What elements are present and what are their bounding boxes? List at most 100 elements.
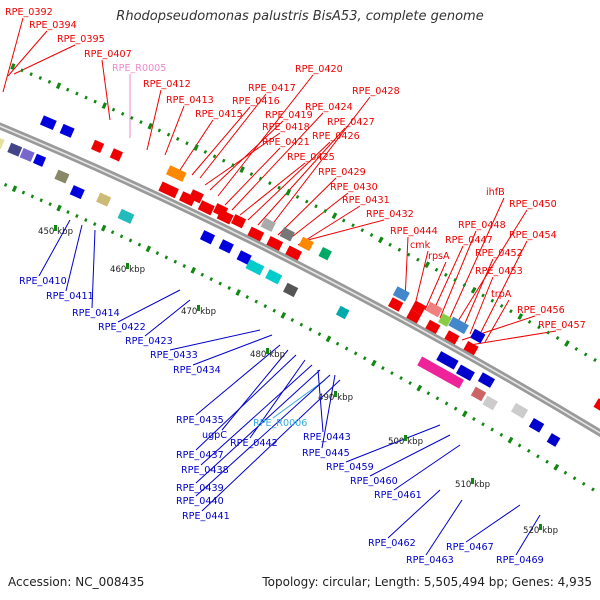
- reverse-tick: [453, 406, 458, 411]
- forward-gene-label: RPE_0392: [5, 7, 53, 18]
- forward-tick: [369, 233, 374, 237]
- forward-tick: [351, 223, 355, 228]
- forward-tick: [249, 172, 254, 177]
- forward-tick: [360, 228, 365, 233]
- reverse-tick: [11, 185, 18, 193]
- reverse-feature: [510, 402, 529, 419]
- forward-tick: [517, 313, 524, 320]
- forward-connector: [217, 74, 314, 197]
- reverse-gene-label: RPE_0461: [374, 490, 422, 501]
- reverse-feature: [54, 169, 70, 184]
- forward-gene-label: RPE_0407: [84, 49, 132, 60]
- forward-gene-label: RPE_0452: [475, 248, 523, 259]
- reverse-tick: [100, 224, 107, 232]
- reverse-tick: [317, 332, 322, 337]
- forward-tick: [55, 82, 62, 90]
- reverse-tick: [3, 182, 8, 187]
- forward-connector: [209, 120, 284, 191]
- forward-tick: [314, 204, 318, 209]
- forward-tick: [453, 277, 457, 282]
- gene-labels: RPE_0392RPE_0394RPE_0395RPE_0407RPE_R000…: [5, 7, 586, 566]
- forward-feature: [90, 139, 105, 154]
- reverse-tick: [75, 214, 79, 218]
- reverse-tick: [435, 396, 440, 401]
- forward-gene-label: RPE_0454: [509, 230, 557, 241]
- reverse-tick: [48, 202, 52, 207]
- reverse-gene-label: RPE_0462: [368, 538, 416, 549]
- reverse-tick: [280, 311, 287, 319]
- forward-gene-label: RPE_0426: [312, 131, 360, 142]
- forward-feature: [470, 328, 486, 344]
- forward-feature: [59, 123, 75, 138]
- forward-tick: [193, 144, 199, 151]
- forward-feature: [387, 297, 404, 312]
- forward-tick: [443, 272, 448, 277]
- reverse-feature: [477, 372, 496, 388]
- reverse-tick: [173, 259, 178, 264]
- forward-gene-label: RPE_0432: [366, 209, 414, 220]
- reverse-feature: [470, 386, 487, 402]
- scale-tick: [197, 305, 200, 311]
- forward-tick: [130, 115, 134, 120]
- forward-feature: [406, 309, 422, 324]
- reverse-feature: [245, 259, 265, 276]
- forward-gene-label: RPE_0418: [262, 122, 310, 133]
- scale-label: 460 kbp: [110, 265, 145, 275]
- reverse-tick: [110, 230, 115, 235]
- forward-gene-label: RPE_0447: [445, 235, 493, 246]
- forward-tick: [175, 136, 180, 141]
- reverse-feature: [69, 185, 85, 200]
- forward-feature: [166, 165, 187, 182]
- reverse-feature: [482, 395, 498, 411]
- reverse-gene-label: RPE_0467: [446, 542, 494, 553]
- forward-gene-label: RPE_0419: [265, 110, 313, 121]
- forward-connector: [404, 236, 409, 301]
- forward-tick: [212, 154, 217, 159]
- forward-feature: [463, 340, 479, 356]
- reverse-feature: [265, 269, 283, 285]
- reverse-gene-label: RPE_0445: [302, 448, 350, 459]
- forward-connector: [447, 197, 505, 323]
- reverse-connector: [465, 504, 521, 543]
- reverse-gene-label: RPE_0434: [173, 365, 221, 376]
- map-title: Rhodopseudomonas palustris BisA53, compl…: [116, 9, 484, 24]
- scale-tick: [539, 524, 542, 530]
- forward-feature: [448, 316, 469, 335]
- forward-connector: [439, 230, 477, 319]
- forward-tick: [75, 91, 79, 96]
- forward-tick: [499, 303, 504, 308]
- reverse-gene-label: RPE_0443: [303, 432, 351, 443]
- forward-feature: [266, 236, 284, 252]
- forward-feature: [425, 319, 441, 335]
- forward-tick: [157, 128, 162, 133]
- forward-tick: [203, 149, 208, 154]
- reverse-feature: [236, 250, 252, 265]
- forward-tick: [93, 99, 97, 104]
- forward-tick: [304, 199, 309, 204]
- label-connectors: [2, 17, 557, 556]
- reverse-tick: [200, 272, 205, 277]
- reverse-connector: [195, 354, 297, 451]
- reverse-connector: [272, 379, 326, 419]
- forward-tick: [285, 188, 292, 196]
- reverse-tick: [308, 327, 313, 332]
- reverse-feature: [456, 364, 475, 382]
- reverse-tick: [390, 371, 394, 376]
- forward-tick: [120, 111, 125, 116]
- reverse-connector: [65, 224, 83, 292]
- forward-tick: [509, 309, 513, 314]
- reverse-connector: [387, 489, 441, 539]
- forward-tick: [537, 325, 541, 330]
- forward-tick: [139, 120, 143, 125]
- reverse-gene-label: RPE_0442: [230, 438, 278, 449]
- reverse-feature: [528, 417, 545, 433]
- scale-label: 450 kbp: [38, 227, 73, 237]
- reverse-gene-label: RPE_0469: [496, 555, 544, 566]
- reverse-tick: [290, 318, 295, 322]
- reverse-tick: [119, 234, 124, 239]
- reverse-gene-label: RPE_R0006: [253, 418, 307, 429]
- forward-gene-label: RPE_0415: [195, 109, 243, 120]
- reverse-gene-label: RPE_0423: [125, 336, 173, 347]
- forward-tick: [593, 357, 597, 362]
- reverse-tick: [507, 436, 514, 444]
